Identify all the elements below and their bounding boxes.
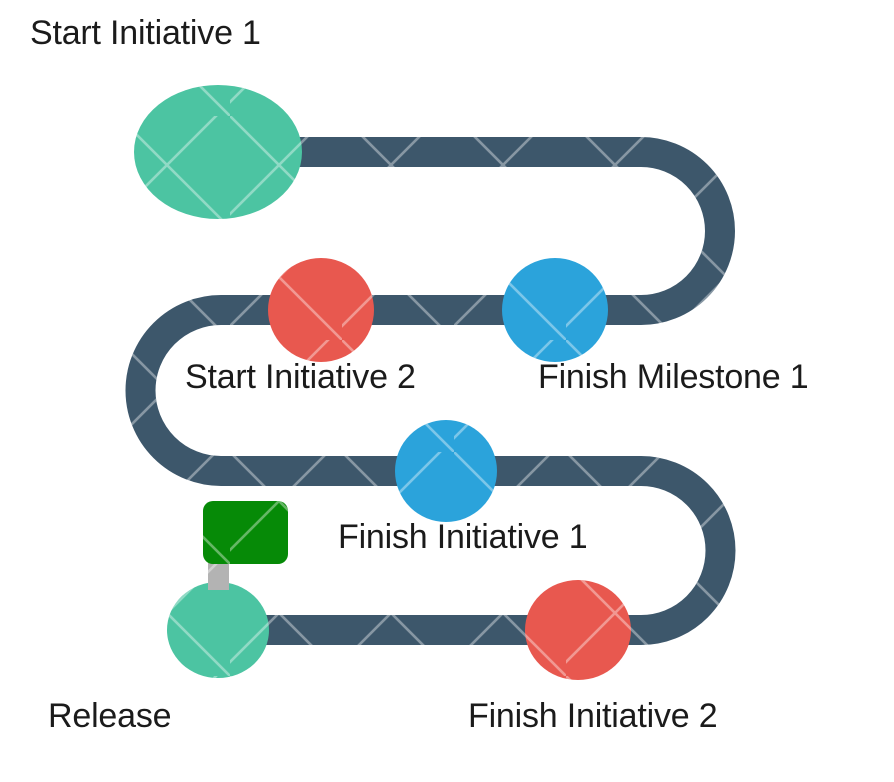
milestone-marker-finish-milestone-1[interactable] (502, 258, 608, 362)
milestone-marker-finish-initiative-1[interactable] (395, 420, 497, 522)
milestone-marker-start-initiative-1[interactable] (134, 85, 302, 219)
milestone-marker-start-initiative-2[interactable] (268, 258, 374, 362)
milestone-label-start-initiative-1: Start Initiative 1 (30, 14, 261, 52)
milestone-marker-release[interactable] (167, 501, 288, 678)
milestone-markers (134, 85, 631, 680)
milestone-label-start-initiative-2: Start Initiative 2 (185, 358, 416, 396)
milestone-label-finish-milestone-1: Finish Milestone 1 (538, 358, 809, 396)
milestone-label-finish-initiative-2: Finish Initiative 2 (468, 697, 718, 735)
milestone-label-finish-initiative-1: Finish Initiative 1 (338, 518, 588, 556)
milestone-label-release: Release (48, 697, 172, 735)
milestone-marker-finish-initiative-2[interactable] (525, 580, 631, 680)
roadmap-track (125, 137, 736, 645)
